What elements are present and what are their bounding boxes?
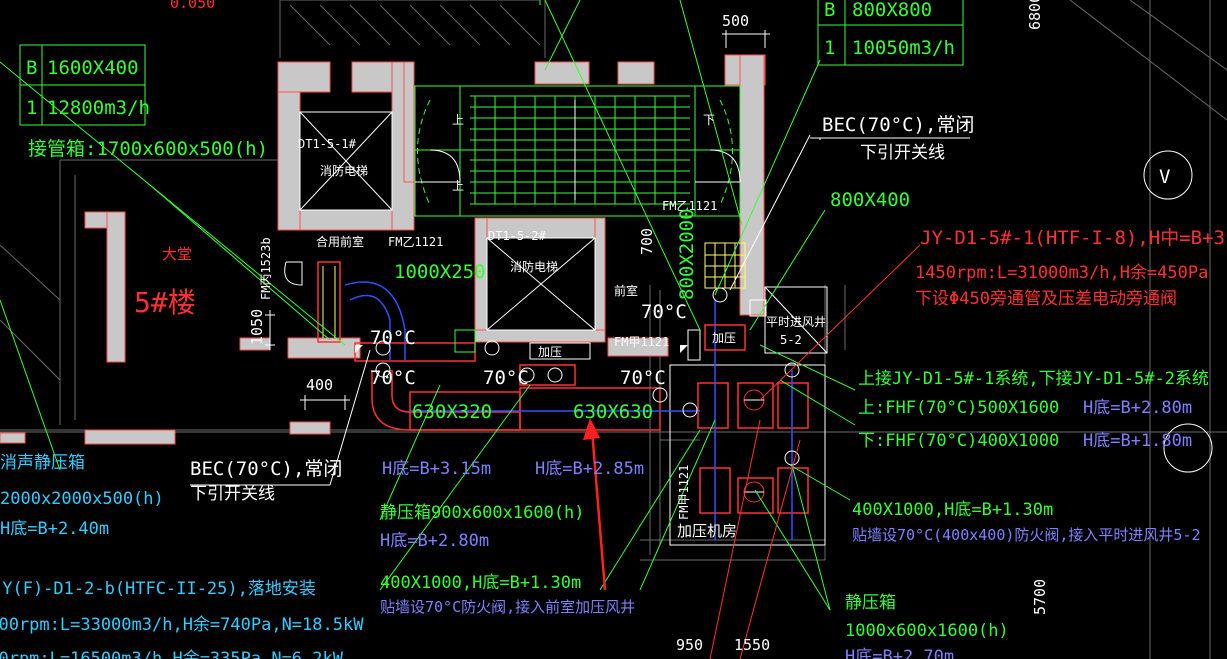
fan2-line-3: 960rpm:L=16500m3/h,H余=335Pa,N=6.2kW [0, 649, 344, 659]
axis-circle-2 [1163, 423, 1213, 473]
elevation-315: H底=B+3.15m [382, 459, 491, 479]
pressurize-2: 加压 [712, 331, 736, 345]
muffler-label: 消声静压箱 [0, 453, 85, 473]
table-top-right [817, 0, 964, 66]
leader-lines [0, 0, 970, 659]
elevator-shafts [284, 111, 741, 331]
fan-line-1: JY-D1-5#-1(HTF-I-8),H中=B+3.6m [920, 227, 1227, 249]
duct-800x400: 800X400 [830, 189, 910, 211]
elevator-2-code: DT1-5-2# [488, 229, 547, 243]
top-red-cut-text: 0.050 [170, 0, 215, 12]
dim-950: 950 [676, 636, 703, 654]
fan-room-label: 加压机房 [677, 522, 737, 540]
temp-70-2: 70°C [370, 367, 416, 389]
system-line-2a: 上:FHF(70°C)500X1600 [858, 398, 1059, 418]
damper-note-a: 贴墙设70°C防火阀,接入前室加压风井 [380, 598, 635, 616]
fan-line-2: 1450rpm:L=31000m3/h,H余=450Pa [915, 263, 1208, 283]
top-right-table-r2b: 10050m3/h [852, 37, 955, 59]
fire-dampers [375, 287, 800, 503]
dim-1050: 1050 [248, 309, 266, 345]
muffler-size: 2000x2000x500(h) [0, 489, 164, 509]
duct-800x2000: 800X2000 [676, 208, 698, 300]
dim-500: 500 [722, 12, 749, 30]
system-line-2b: H底=B+2.80m [1083, 398, 1192, 418]
door-fm-jia: FM甲1121 [614, 335, 669, 349]
top-right-table-r1a: B [824, 0, 835, 21]
axis-v-circle [1143, 150, 1193, 200]
pressurize-1: 加压 [538, 345, 562, 359]
dim-6800: 6800 [1026, 0, 1044, 30]
wall-solids [0, 54, 766, 445]
dim-700: 700 [638, 228, 656, 255]
system-line-1: 上接JY-D1-5#-1系统,下接JY-D1-5#-2系统 [858, 369, 1209, 389]
elevation-280: H底=B+2.80m [380, 531, 489, 551]
bec-bottom-label: BEC(70°C),常闭 [190, 458, 342, 480]
pressure-sensor-box [454, 329, 476, 353]
dimension-lines [265, 0, 1211, 659]
stair-treads [414, 85, 741, 217]
antechamber-label: 前室 [614, 283, 638, 298]
lobby-label: 大堂 [162, 245, 192, 263]
top-left-table-r1a: B [26, 57, 37, 79]
temp-70-5: 70°C [641, 301, 687, 323]
duct-400x1000-b: 400X1000,H底=B+1.30m [852, 500, 1053, 520]
elevator-1-name: 消防电梯 [320, 163, 368, 178]
shaft-label: 平时进风井 [766, 315, 826, 329]
building-label: 5#楼 [134, 286, 196, 319]
shaft-number: 5-2 [780, 333, 802, 347]
fan2-line-1: JY(F)-D1-2-b(HTFC-II-25),落地安装 [0, 579, 316, 599]
dim-400: 400 [306, 376, 333, 394]
system-line-3a: 下:FHF(70°C)400X1000 [858, 431, 1059, 451]
door-fm-left: FM乙1121 [388, 235, 443, 249]
dim-1550: 1550 [734, 636, 770, 654]
fan2-line-2: 1400rpm:L=33000m3/h,H余=740Pa,N=18.5kW [0, 615, 364, 635]
door-fm-right: FM乙1121 [662, 199, 717, 213]
dim-5700: 5700 [1031, 579, 1049, 615]
duct-1000x250: 1000X250 [394, 261, 486, 283]
door-fm-jia-room: FM甲1121 [677, 465, 691, 520]
top-left-table-r2a: 1 [26, 97, 37, 119]
elevator-2-name: 消防电梯 [510, 259, 558, 274]
shared-antechamber-label: 合用前室 [316, 234, 364, 249]
duct-630x630: 630X630 [573, 401, 653, 423]
door-fm-vertical: FM丙1523b [259, 237, 273, 300]
stair-down: 下 [703, 113, 715, 127]
top-right-table-r1b: 800X800 [852, 0, 932, 21]
damper-note-b: 贴墙设70°C(400x400)防火阀,接入平时进风井5-2 [852, 526, 1201, 544]
header-box-label: 接管箱:1700x600x500(h) [28, 138, 268, 160]
stair-up-1: 上 [452, 113, 464, 127]
temp-70-1: 70°C [370, 327, 416, 349]
top-left-table-r1b: 1600X400 [47, 57, 139, 79]
top-right-table-r2a: 1 [824, 37, 835, 59]
muffler-elevation: H底=B+2.40m [0, 519, 109, 539]
temp-70-4: 70°C [620, 367, 666, 389]
bec-top-sub: 下引开关线 [860, 143, 945, 163]
elevation-270: H底=B+2.70m [845, 647, 954, 659]
stair-up-2: 上 [452, 179, 464, 193]
elevation-285: H底=B+2.85m [535, 459, 644, 479]
table-top-left [19, 44, 146, 126]
axis-markers [1143, 150, 1213, 473]
plenum-900-label: 静压箱900x600x1600(h) [380, 503, 585, 523]
elevator-1-code: DT1-5-1# [298, 137, 357, 151]
temp-70-3: 70°C [483, 367, 529, 389]
bec-top-label: BEC(70°C),常闭 [822, 114, 974, 136]
plenum-right-label: 静压箱 [845, 593, 896, 613]
top-left-table-r2b: 12800m3/h [47, 97, 150, 119]
markup-arrow [583, 418, 607, 591]
duct-630x320: 630X320 [412, 401, 492, 423]
air-ducts [317, 261, 809, 540]
axis-v-label: V [1159, 166, 1170, 188]
plenum-right-size: 1000x600x1600(h) [845, 621, 1009, 641]
bec-bottom-sub: 下引开关线 [190, 484, 275, 504]
system-line-3b: H底=B+1.80m [1083, 431, 1192, 451]
fan-line-3: 下设Φ450旁通管及压差电动旁通阀 [915, 289, 1177, 309]
duct-400x1000-a: 400X1000,H底=B+1.30m [380, 573, 581, 593]
